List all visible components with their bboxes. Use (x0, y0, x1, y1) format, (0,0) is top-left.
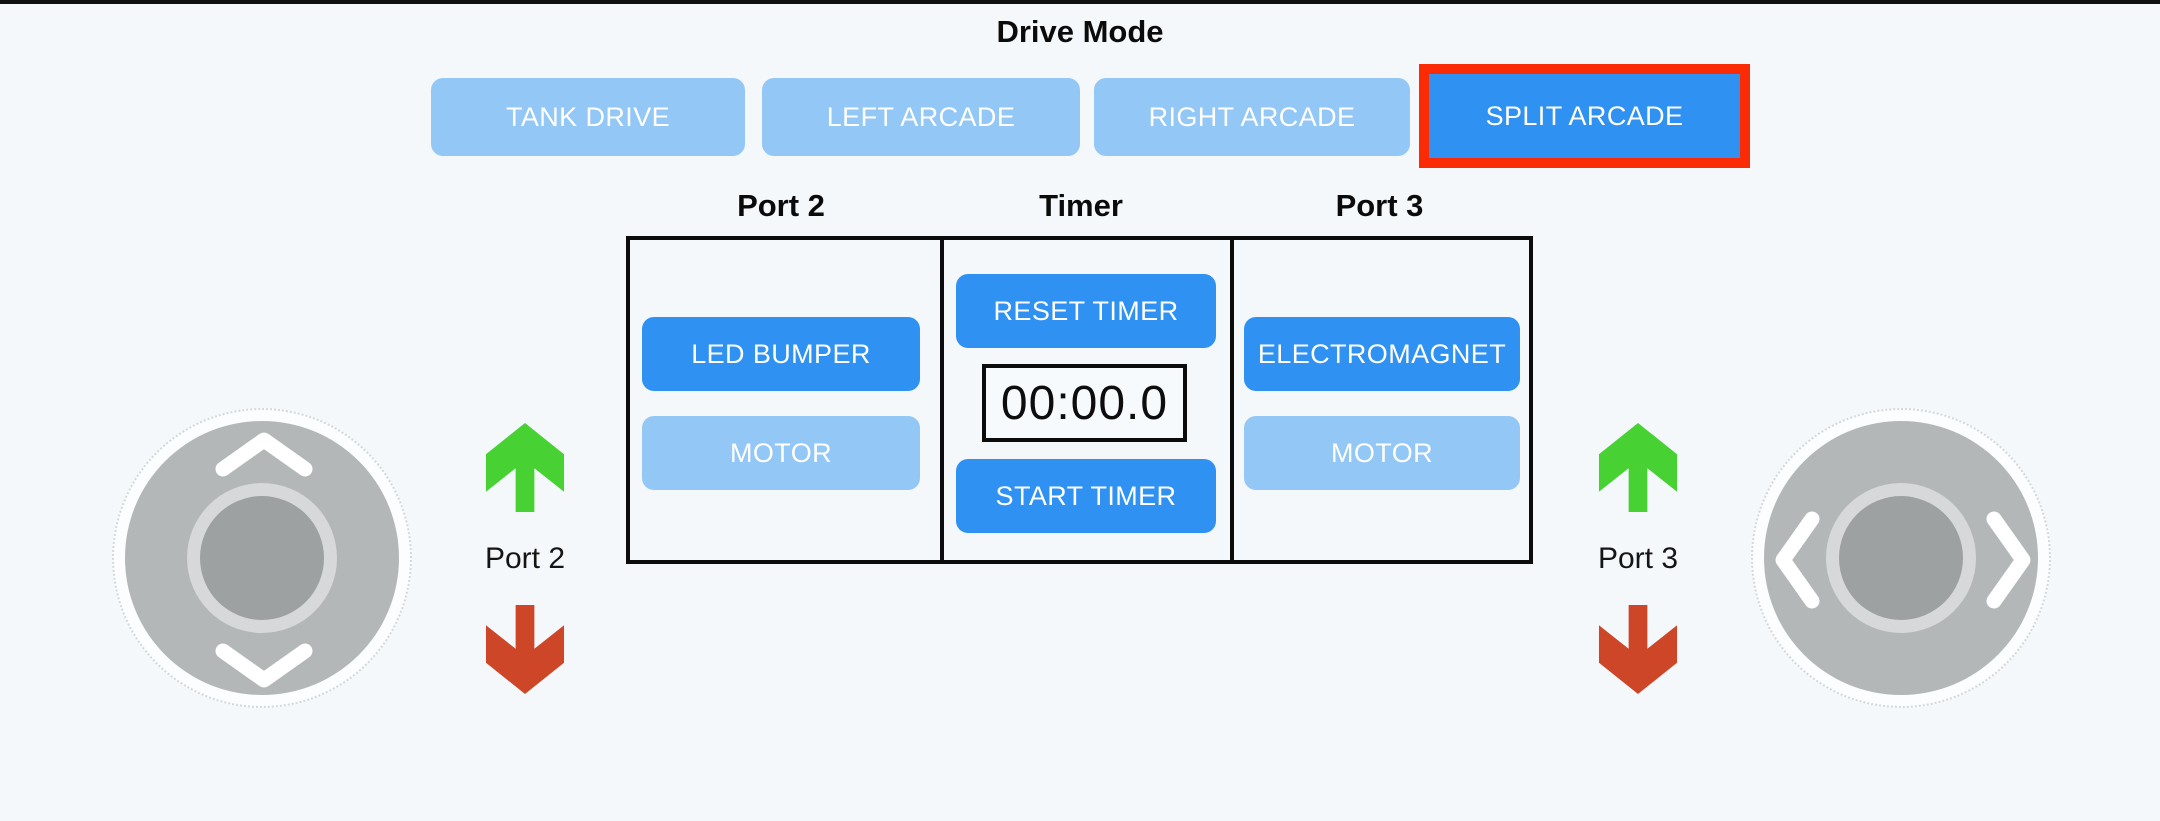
chevron-up-icon (215, 432, 313, 477)
port3-motor-button[interactable]: MOTOR (1244, 416, 1520, 490)
port3-motor-label: MOTOR (1331, 437, 1433, 468)
port3-column-header: Port 3 (1335, 188, 1424, 223)
timer-column-header: Timer (1039, 188, 1123, 223)
led-bumper-label: LED BUMPER (691, 338, 871, 369)
drive-mode-title: Drive Mode (996, 14, 1164, 49)
port2-forward-arrow-icon[interactable] (485, 423, 565, 512)
right-joystick[interactable] (1751, 408, 2051, 708)
left-arcade-button[interactable]: LEFT ARCADE (762, 78, 1080, 156)
start-timer-button[interactable]: START TIMER (956, 459, 1216, 533)
port3-cell: ELECTROMAGNET MOTOR (1230, 240, 1529, 560)
electromagnet-label: ELECTROMAGNET (1257, 338, 1507, 369)
port2-column-header: Port 2 (737, 188, 825, 223)
right-arcade-button[interactable]: RIGHT ARCADE (1094, 78, 1410, 156)
right-arcade-label: RIGHT ARCADE (1148, 101, 1356, 132)
timer-cell: RESET TIMER 00:00.0 START TIMER (940, 240, 1230, 560)
chevron-right-icon (1986, 511, 2031, 609)
left-arcade-label: LEFT ARCADE (826, 101, 1016, 132)
tank-drive-label: TANK DRIVE (505, 101, 671, 132)
left-joystick-knob[interactable] (187, 483, 337, 633)
split-arcade-selection-highlight: SPLIT ARCADE (1419, 64, 1750, 168)
port3-drive-label: Port 3 (1597, 542, 1679, 575)
chevron-left-icon (1775, 511, 1820, 609)
chevron-down-icon (215, 643, 313, 688)
split-arcade-button[interactable]: SPLIT ARCADE (1429, 74, 1740, 158)
left-joystick[interactable] (112, 408, 412, 708)
port3-reverse-arrow-icon[interactable] (1598, 605, 1678, 694)
timer-value: 00:00.0 (1000, 376, 1169, 430)
control-panel: LED BUMPER MOTOR RESET TIMER 00:00.0 STA… (626, 236, 1533, 564)
reset-timer-label: RESET TIMER (993, 295, 1179, 326)
right-joystick-knob[interactable] (1826, 483, 1976, 633)
led-bumper-button[interactable]: LED BUMPER (642, 317, 920, 391)
port2-cell: LED BUMPER MOTOR (630, 240, 940, 560)
port2-motor-label: MOTOR (730, 437, 832, 468)
electromagnet-button[interactable]: ELECTROMAGNET (1244, 317, 1520, 391)
port2-reverse-arrow-icon[interactable] (485, 605, 565, 694)
port2-drive-label: Port 2 (484, 542, 566, 575)
right-joystick-knob-cap[interactable] (1839, 496, 1963, 620)
split-arcade-label: SPLIT ARCADE (1485, 100, 1684, 131)
port2-motor-button[interactable]: MOTOR (642, 416, 920, 490)
timer-display: 00:00.0 (982, 364, 1187, 442)
left-joystick-knob-cap[interactable] (200, 496, 324, 620)
window-top-bar (0, 0, 2160, 4)
reset-timer-button[interactable]: RESET TIMER (956, 274, 1216, 348)
start-timer-label: START TIMER (995, 480, 1177, 511)
tank-drive-button[interactable]: TANK DRIVE (431, 78, 745, 156)
port3-forward-arrow-icon[interactable] (1598, 423, 1678, 512)
